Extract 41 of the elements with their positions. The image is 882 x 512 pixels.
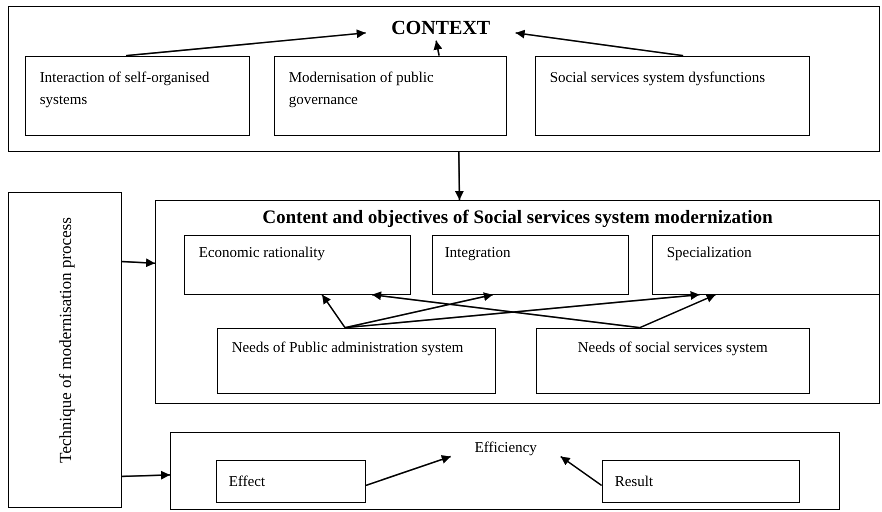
arrow — [126, 29, 366, 56]
heading-text: Content and objectives of Social services system modernization — [261, 206, 774, 229]
box-label: Specialization — [666, 244, 753, 263]
arrow — [322, 294, 346, 328]
box-label: Economic rationality — [198, 244, 326, 263]
arrow — [434, 40, 442, 56]
process-box — [184, 234, 411, 295]
process-box — [8, 192, 122, 508]
arrow — [344, 291, 700, 328]
arrow — [122, 258, 156, 268]
group-frame — [8, 6, 880, 152]
arrow — [372, 291, 640, 328]
arrow — [516, 30, 684, 56]
box-label: Interaction of self-organised systems — [38, 68, 210, 110]
group-frame — [170, 432, 840, 510]
arrow — [122, 470, 170, 480]
process-box — [652, 234, 880, 295]
arrow — [639, 294, 716, 328]
arrow — [365, 455, 451, 486]
arrow — [344, 292, 493, 328]
box-label: Needs of Public administration system — [230, 338, 464, 358]
arrow — [454, 152, 464, 200]
box-label: Needs of social services system — [576, 338, 769, 358]
box-label: Integration — [444, 244, 512, 263]
process-box — [216, 328, 496, 394]
box-label: Technique of modernisation process — [55, 216, 76, 465]
box-label: Modernisation of public governance — [288, 68, 435, 110]
process-box — [536, 328, 810, 394]
box-label: Result — [614, 472, 654, 492]
arrow — [560, 456, 602, 486]
process-box — [24, 56, 250, 136]
process-box — [216, 460, 366, 503]
box-label: Effect — [228, 472, 266, 492]
heading-text: CONTEXT — [366, 14, 516, 41]
heading-text: Efficiency — [450, 436, 561, 459]
process-box — [534, 56, 810, 136]
process-box — [155, 200, 880, 404]
box-label: Social services system dysfunctions — [548, 68, 766, 88]
process-box — [274, 56, 507, 136]
process-box — [432, 234, 629, 295]
process-box — [602, 460, 800, 503]
